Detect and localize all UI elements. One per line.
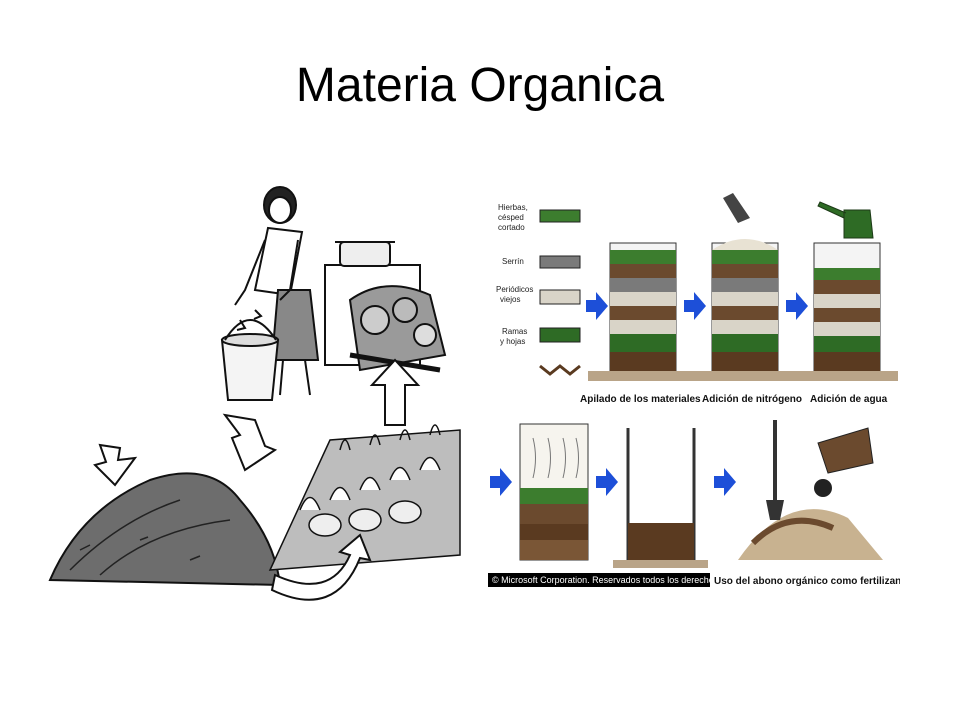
wheelbarrow-icon: [817, 427, 874, 474]
bin-descomposicion: [519, 423, 589, 561]
step-arrow-icon: [490, 468, 512, 496]
legend-label: Hierbas,: [498, 203, 528, 212]
step-label-apilado: Apilado de los materiales: [580, 394, 701, 405]
down-arrow-icon: [93, 443, 138, 487]
spade-icon: [766, 420, 784, 520]
step-arrow-icon: [786, 292, 808, 320]
vegetable-garden: [268, 424, 461, 571]
step-label-uso: Uso del abono orgánico como fertilizante: [714, 576, 900, 587]
materials-legend: Hierbas, césped cortado Serrín Periódico…: [496, 203, 581, 376]
slide-title: Materia Organica: [295, 59, 665, 112]
compost-cycle-illustration: [48, 186, 461, 601]
step-label-agua: Adición de agua: [810, 394, 888, 405]
shovel-icon: [723, 193, 750, 223]
bin-agua: [798, 201, 898, 381]
step-arrow-icon: [596, 468, 618, 496]
legend-label: cortado: [498, 223, 525, 232]
legend-label: césped: [498, 213, 524, 222]
bin-nitrogeno: [693, 193, 798, 381]
watering-can-icon: [817, 201, 874, 239]
up-arrow-icon: [369, 358, 421, 426]
down-arrow-icon: [222, 413, 278, 472]
bin-abono-listo: [613, 428, 708, 568]
legend-label: Serrín: [502, 257, 524, 266]
legend-label: viejos: [500, 295, 520, 304]
step-label-nitrogeno: Adición de nitrógeno: [702, 394, 802, 405]
curved-arrow-icon: [270, 533, 372, 601]
compost-pile: [48, 472, 282, 587]
legend-label: y hojas: [500, 337, 525, 346]
step-arrow-icon: [684, 292, 706, 320]
fertilizer-use-scene: [738, 420, 883, 560]
bin-apilado: [588, 242, 698, 381]
step-arrow-icon: [586, 292, 608, 320]
legend-label: Ramas: [502, 327, 527, 336]
step-arrow-icon: [714, 468, 736, 496]
vegetable-basket: [348, 285, 447, 373]
copyright-notice: © Microsoft Corporation. Reservados todo…: [492, 575, 721, 585]
woman-figure: [234, 186, 320, 396]
composting-steps-diagram: Hierbas, césped cortado Serrín Periódico…: [488, 193, 900, 587]
legend-label: Periódicos: [496, 285, 533, 294]
bucket: [220, 309, 280, 401]
